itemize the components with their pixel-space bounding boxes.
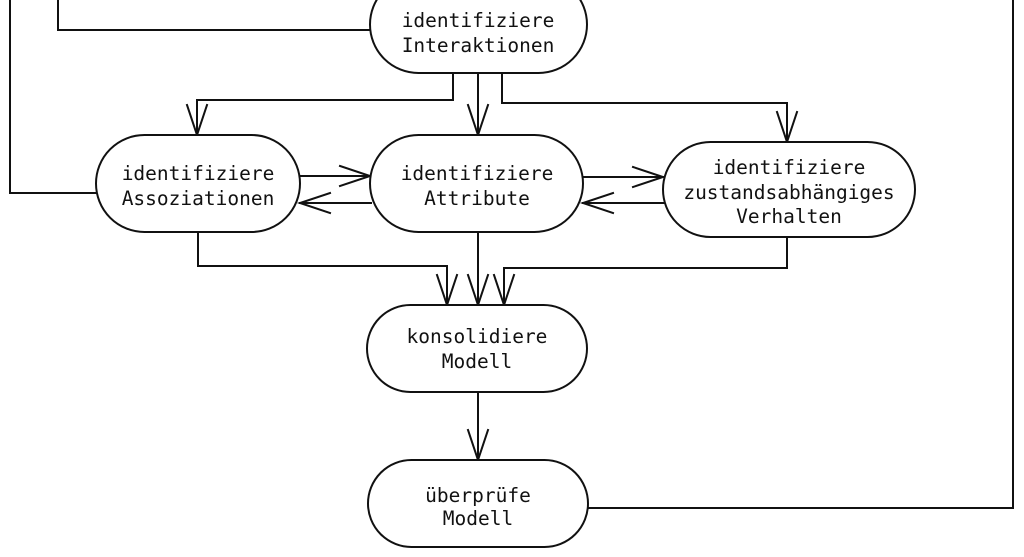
- arrowhead-left-icon: [579, 191, 615, 215]
- node-shape: [369, 0, 588, 74]
- node-label: konsolidiere: [407, 325, 548, 348]
- edge-topleft-to-assoziationen: [9, 0, 99, 194]
- node-shape: [662, 141, 916, 238]
- node-konsolidiere-modell: konsolidiere Modell: [366, 304, 588, 393]
- edge-attribute-to-konsolidiere: [466, 231, 490, 309]
- edge-konsolidiere-to-ueberpruefe: [466, 391, 490, 464]
- node-label: überprüfe: [425, 484, 531, 507]
- node-shape: [367, 459, 589, 548]
- arrowhead-right-icon: [631, 165, 667, 189]
- node-label: Verhalten: [736, 205, 842, 228]
- node-label: identifiziere: [401, 162, 554, 185]
- node-label: Modell: [442, 350, 512, 373]
- node-identifiziere-interaktionen: identifiziere Interaktionen: [369, 0, 588, 74]
- edge-assoziationen-to-konsolidiere: [197, 231, 459, 309]
- node-label: Interaktionen: [402, 34, 555, 57]
- edge-interaktionen-to-verhalten: [501, 72, 799, 146]
- node-shape: [95, 134, 301, 233]
- edge-topleft-to-interaktionen: [57, 0, 373, 31]
- edge-attribute-to-assoziationen: [296, 191, 372, 215]
- edge-interaktionen-to-assoziationen: [185, 72, 454, 139]
- edge-verhalten-to-attribute: [579, 191, 665, 215]
- node-label: Modell: [443, 507, 513, 530]
- node-shape: [366, 304, 588, 393]
- node-ueberpruefe-modell: überprüfe Modell: [367, 459, 589, 548]
- arrowhead-left-icon: [296, 191, 332, 215]
- node-label: Assoziationen: [122, 187, 275, 210]
- node-identifiziere-zustandsabhaengiges-verhalten: identifiziere zustandsabhängiges Verhalt…: [662, 141, 916, 238]
- node-label: Attribute: [424, 187, 530, 210]
- edge-ueberpruefe-to-topright: [585, 0, 1014, 509]
- edge-verhalten-to-konsolidiere: [492, 236, 788, 309]
- edge-interaktionen-to-attribute: [466, 72, 490, 139]
- node-label: zustandsabhängiges: [683, 181, 894, 204]
- node-identifiziere-assoziationen: identifiziere Assoziationen: [95, 134, 301, 233]
- edge-assoziationen-to-attribute: [298, 164, 374, 188]
- node-label: identifiziere: [402, 9, 555, 32]
- node-label: identifiziere: [713, 156, 866, 179]
- node-label: identifiziere: [122, 162, 275, 185]
- edge-attribute-to-verhalten: [581, 165, 667, 189]
- node-shape: [369, 134, 584, 233]
- node-identifiziere-attribute: identifiziere Attribute: [369, 134, 584, 233]
